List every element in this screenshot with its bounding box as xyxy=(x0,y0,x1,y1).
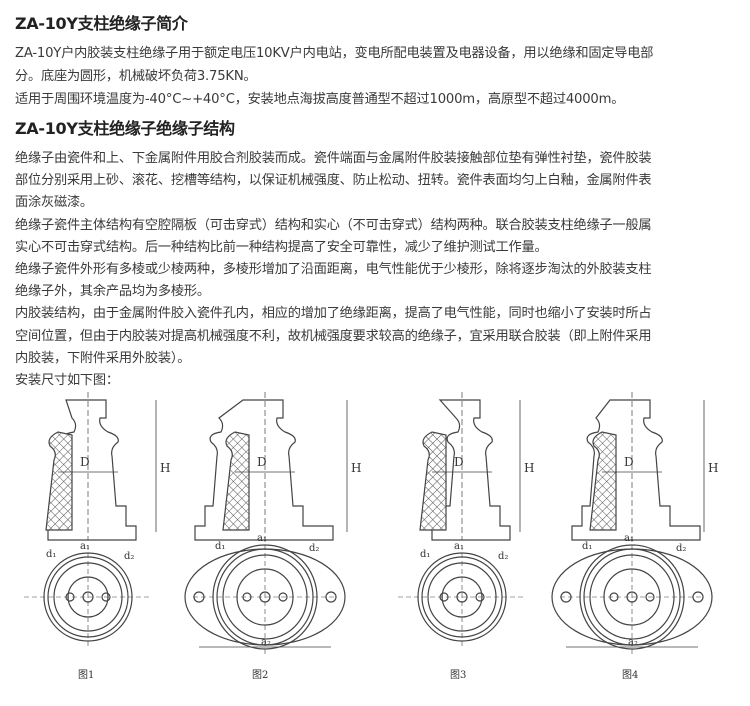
structure-line: 绝缘子由瓷件和上、下金属附件用胶合剂胶装而成。瓷件端面与金属附件胶装接触部位垫有… xyxy=(15,151,652,166)
insulator-cross-section xyxy=(222,431,250,531)
intro-line: 适用于周围环境温度为-40°C~+40°C，安装地点海拔高度普通型不超过1000… xyxy=(15,92,625,107)
label-d2: d₂ xyxy=(124,551,134,562)
structure-line: 部位分别采用上砂、滚花、挖槽等结构，以保证机械强度、防止松动、扭转。瓷件表面均匀… xyxy=(15,173,652,189)
label-H: H xyxy=(351,461,361,475)
label-a2: a₂ xyxy=(628,637,638,648)
label-d2: d₂ xyxy=(676,543,686,554)
intro-line: ZA-10Y户内胶装支柱绝缘子用于额定电压10KV户内电站，变电所配电装置及电器… xyxy=(15,46,654,61)
label-a1: a₁ xyxy=(80,541,90,552)
figure-caption: 图4 xyxy=(622,669,638,681)
label-H: H xyxy=(708,461,718,475)
structure-line: 绝缘子外，其余产品均为多棱形。 xyxy=(15,284,210,300)
section-title-intro: ZA-10Y支柱绝缘子简介 xyxy=(15,14,188,33)
figure-caption: 图1 xyxy=(78,669,94,681)
structure-line: 内胶装结构，由于金属附件胶入瓷件孔内，相应的增加了绝缘距离，提高了电气性能，同时… xyxy=(15,306,652,322)
structure-line: 实心不可击穿式结构。后一种结构比前一种结构提高了安全可靠性，减少了维护测试工作量… xyxy=(15,239,548,255)
label-a1: a₁ xyxy=(257,533,267,544)
label-H: H xyxy=(160,461,170,475)
section-title-structure: ZA-10Y支柱绝缘子绝缘子结构 xyxy=(15,119,235,138)
mounting-hole xyxy=(475,592,485,602)
mounting-hole xyxy=(645,592,655,602)
label-D: D xyxy=(624,455,634,469)
figure-caption: 图3 xyxy=(450,669,466,681)
label-H: H xyxy=(524,461,534,475)
mounting-hole xyxy=(101,592,111,602)
label-d2: d₂ xyxy=(498,551,508,562)
insulator-cross-section xyxy=(589,431,617,531)
structure-line: 空间位置，但由于内胶装对提高机械强度不利，故机械强度要求较高的绝缘子，宜采用联合… xyxy=(15,328,652,344)
label-a1: a₁ xyxy=(624,533,634,544)
installation-dimension-figures: D Hd₁ d₂ a₁ 图1 D Ha₂ d₁ d₂ a₁ 图2 D Hd₁ d₂ a₁ 图3 D Ha₂ d₁ d₂… xyxy=(24,392,718,681)
label-D: D xyxy=(257,455,267,469)
structure-line: 安装尺寸如下图： xyxy=(15,373,119,388)
intro-line: 分。底座为圆形，机械破坏负荷3.75KN。 xyxy=(15,69,257,84)
label-a1: a₁ xyxy=(454,541,464,552)
label-d2: d₂ xyxy=(309,543,319,554)
insulator-side-view xyxy=(431,399,511,541)
label-d1: d₁ xyxy=(215,541,225,552)
label-a2: a₂ xyxy=(261,637,271,648)
label-d1: d₁ xyxy=(420,549,430,560)
label-D: D xyxy=(80,455,90,469)
mounting-hole xyxy=(278,592,288,602)
label-D: D xyxy=(454,455,464,469)
insulator-side-view xyxy=(194,399,334,541)
structure-line: 内胶装，下附件采用外胶装）。 xyxy=(15,350,191,366)
structure-line: 面涂灰磁漆。 xyxy=(15,195,93,211)
structure-line: 绝缘子瓷件外形有多棱或少棱两种，多棱形增加了沿面距离，电气性能优于少棱形，除将逐… xyxy=(15,262,652,277)
insulator-cross-section xyxy=(45,431,73,531)
figure-caption: 图2 xyxy=(252,669,268,681)
label-d1: d₁ xyxy=(582,541,592,552)
label-d1: d₁ xyxy=(46,549,56,560)
insulator-cross-section xyxy=(419,431,447,531)
structure-line: 绝缘子瓷件主体结构有空腔隔板（可击穿式）结构和实心（不可击穿式）结构两种。联合胶… xyxy=(15,217,652,233)
